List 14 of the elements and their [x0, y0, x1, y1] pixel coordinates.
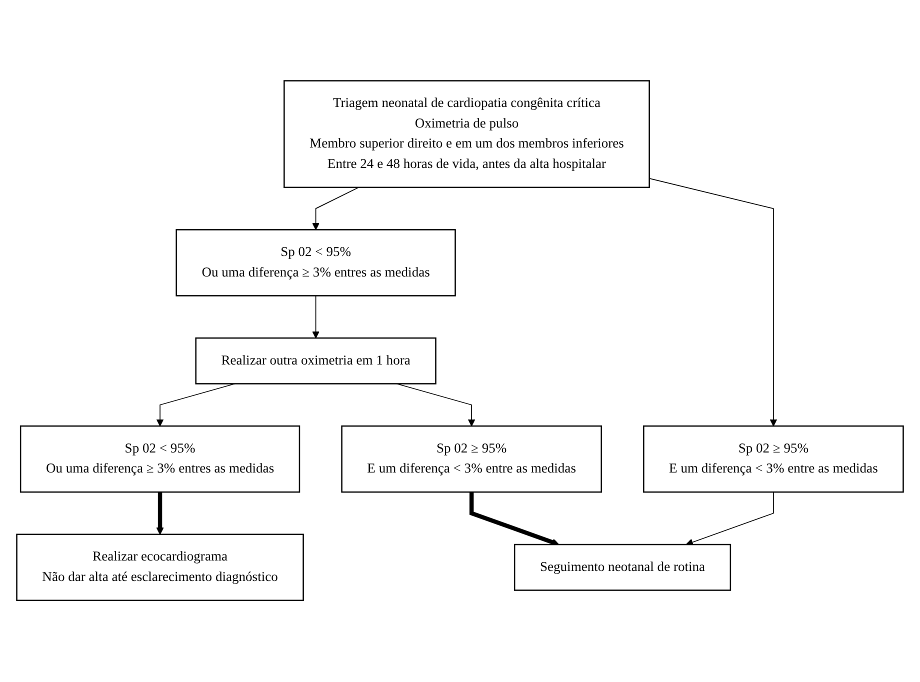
- arrow: [469, 492, 560, 546]
- node-box: Sp 02 ≥ 95% E um diferença < 3% entre as medidas: [341, 426, 602, 494]
- arrow: [156, 492, 164, 536]
- arrow: [312, 296, 320, 339]
- node-box: Triagem neonatal de cardiopatia congênita crítica Oximetria de pulso Membro superior direito e em um dos membros inferiores Entre 24 e 48 horas de vida, antes da alta hospitalar: [284, 80, 650, 188]
- arrow: [648, 178, 778, 427]
- node-box: Sp 02 ≥ 95% E um diferença < 3% entre as medidas: [643, 426, 904, 494]
- node-box: Realizar ecocardiograma Não dar alta até esclarecimento diagnóstico: [16, 534, 304, 602]
- arrow: [312, 187, 360, 230]
- node-box: Sp 02 < 95% Ou uma diferença ≥ 3% entres as medidas: [20, 426, 300, 494]
- node-box: Sp 02 < 95% Ou uma diferença ≥ 3% entres as medidas: [176, 230, 456, 297]
- node-box: Seguimento neotanal de rotina: [514, 544, 732, 592]
- node-box: Realizar outra oximetria em 1 hora: [195, 338, 436, 385]
- arrow: [686, 492, 774, 546]
